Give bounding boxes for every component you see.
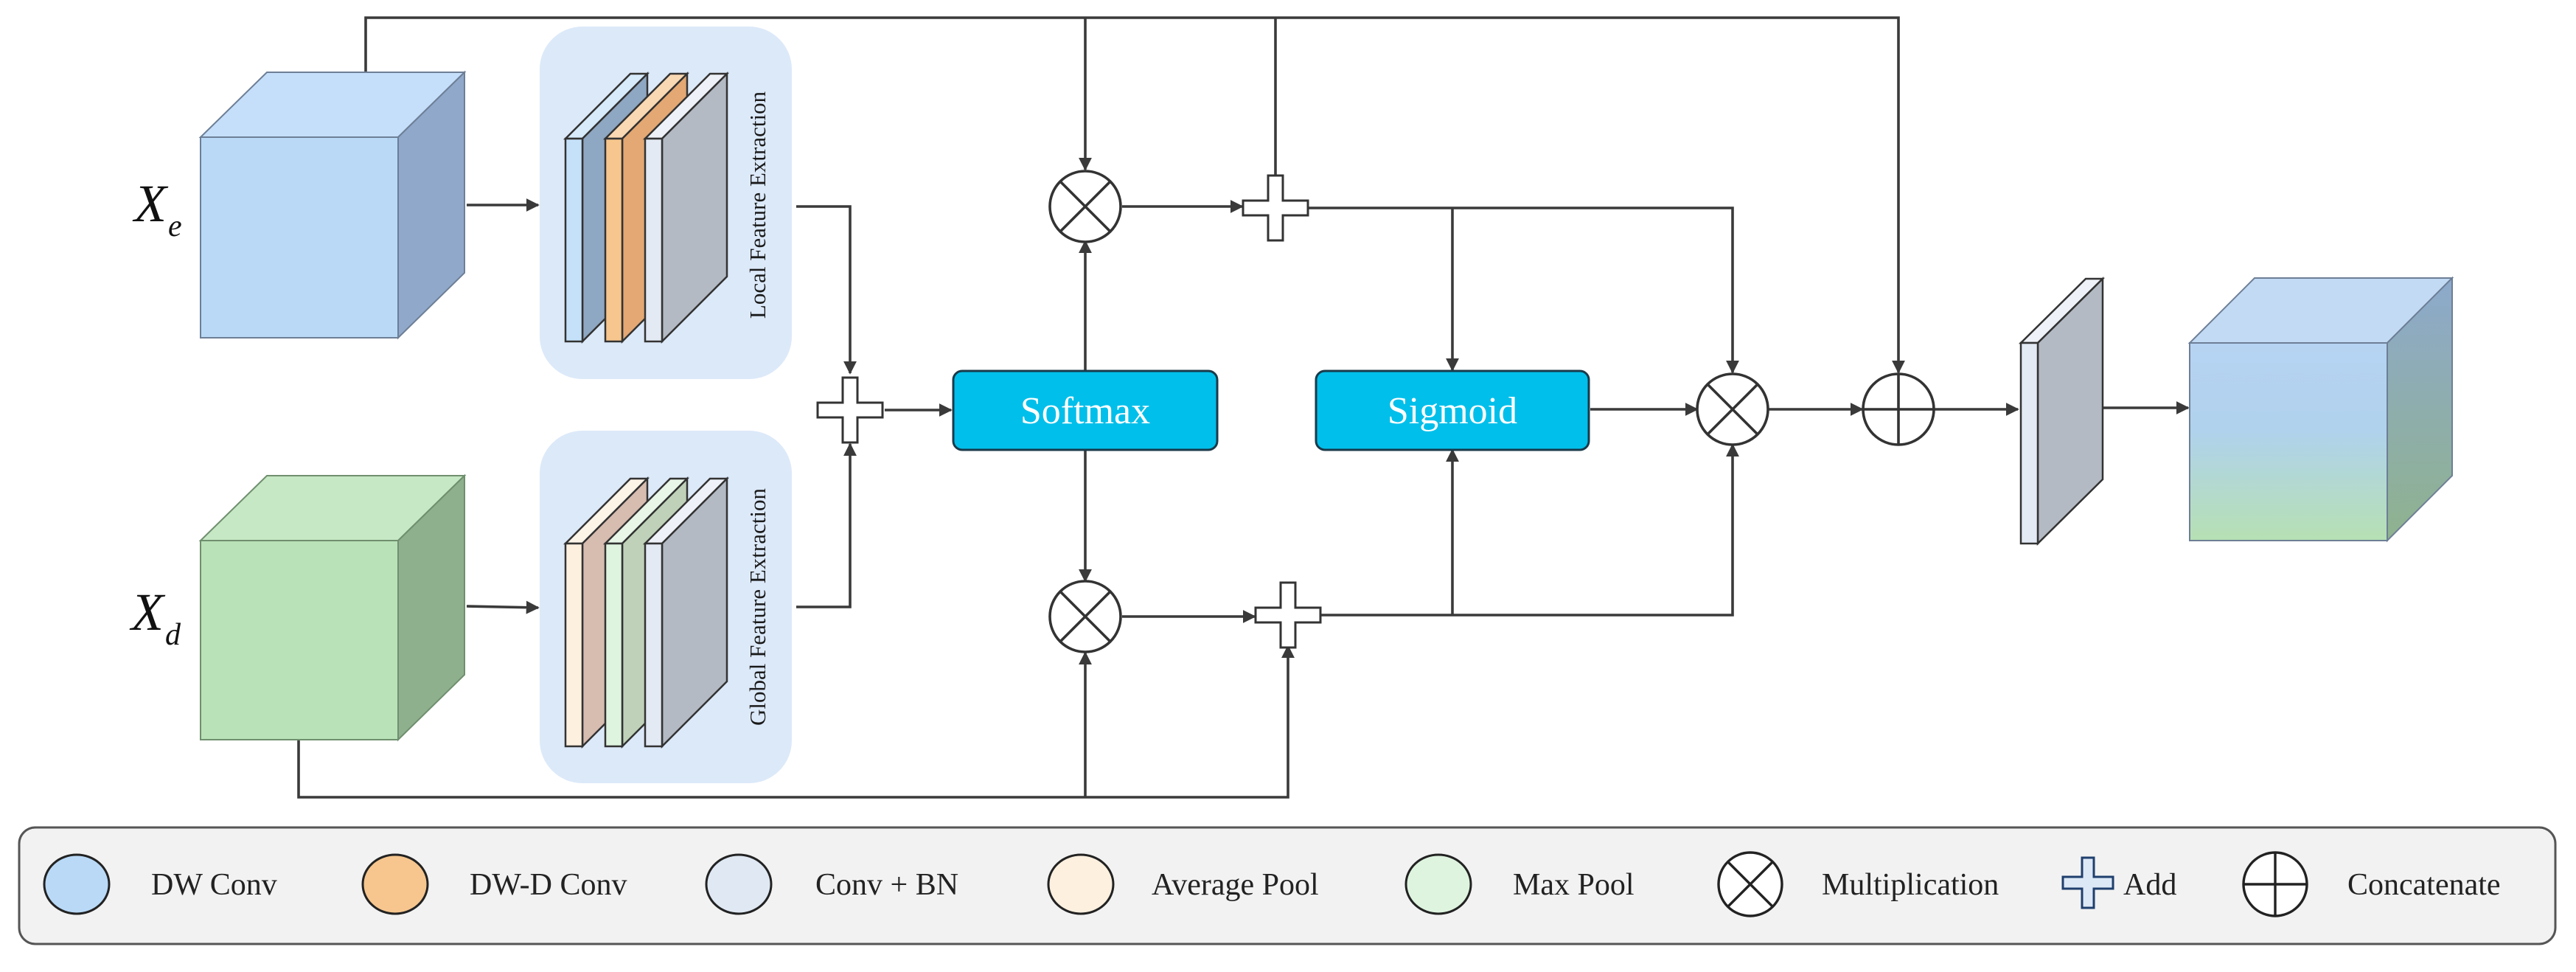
legend-label-max-pool: Max Pool bbox=[1513, 868, 1635, 902]
multiplication-icon bbox=[1048, 580, 1122, 653]
sigmoid-label: Sigmoid bbox=[1388, 390, 1517, 432]
legend-label-add: Add bbox=[2123, 868, 2176, 902]
legend-item-conv-bn: Conv + BN bbox=[705, 853, 958, 915]
local-feature-label: Local Feature Extraction bbox=[745, 91, 770, 319]
add-icon bbox=[1242, 174, 1309, 242]
global-feature-label: Global Feature Extraction bbox=[745, 488, 770, 726]
legend-label-average-pool: Average Pool bbox=[1152, 868, 1319, 902]
legend-label-dw-d-conv: DW-D Conv bbox=[470, 868, 627, 902]
input-cube-xe bbox=[198, 70, 467, 340]
softmax-label: Softmax bbox=[1020, 390, 1150, 432]
global-feature-panel: Global Feature Extraction bbox=[540, 431, 792, 783]
add-icon bbox=[1254, 581, 1322, 649]
multiplication-icon bbox=[1696, 372, 1769, 446]
output-cube bbox=[2187, 276, 2454, 543]
sigmoid-block: Sigmoid bbox=[1315, 369, 1590, 451]
legend-label-conv-bn: Conv + BN bbox=[815, 868, 958, 902]
legend-item-concatenate: Concatenate bbox=[2242, 851, 2501, 917]
conv-bn-swatch bbox=[705, 853, 773, 915]
dw-d-conv-swatch bbox=[361, 853, 429, 915]
legend-label-dw-conv: DW Conv bbox=[151, 868, 277, 902]
local-feature-panel: Local Feature Extraction bbox=[540, 27, 792, 379]
add-icon bbox=[816, 376, 884, 444]
connection-lines bbox=[297, 16, 2190, 799]
average-pool-swatch bbox=[1047, 853, 1115, 915]
legend-label-concatenate: Concatenate bbox=[2347, 868, 2501, 902]
output-conv-bn-layer bbox=[2018, 277, 2106, 546]
legend-label-multiplication: Multiplication bbox=[1822, 868, 1999, 902]
input-label-xd: Xd bbox=[129, 583, 181, 652]
legend-item-dw-conv: DW Conv bbox=[43, 853, 277, 915]
concatenate-icon bbox=[1862, 372, 1935, 446]
multiplication-icon bbox=[1717, 851, 1783, 917]
softmax-block: Softmax bbox=[952, 369, 1219, 451]
max-pool-swatch bbox=[1404, 853, 1472, 915]
legend-item-dw-d-conv: DW-D Conv bbox=[361, 853, 627, 915]
legend-item-multiplication: Multiplication bbox=[1717, 851, 1999, 917]
add-icon bbox=[2061, 856, 2114, 909]
legend: DW Conv DW-D Conv Conv + BN Average Pool… bbox=[18, 826, 2557, 945]
legend-item-average-pool: Average Pool bbox=[1047, 853, 1319, 915]
concatenate-icon bbox=[2242, 851, 2308, 917]
input-label-xe: Xe bbox=[132, 174, 182, 243]
input-cube-xd bbox=[198, 473, 467, 742]
dw-conv-swatch bbox=[43, 853, 111, 915]
legend-item-max-pool: Max Pool bbox=[1404, 853, 1635, 915]
legend-item-add: Add bbox=[2061, 856, 2176, 909]
multiplication-icon bbox=[1048, 170, 1122, 243]
